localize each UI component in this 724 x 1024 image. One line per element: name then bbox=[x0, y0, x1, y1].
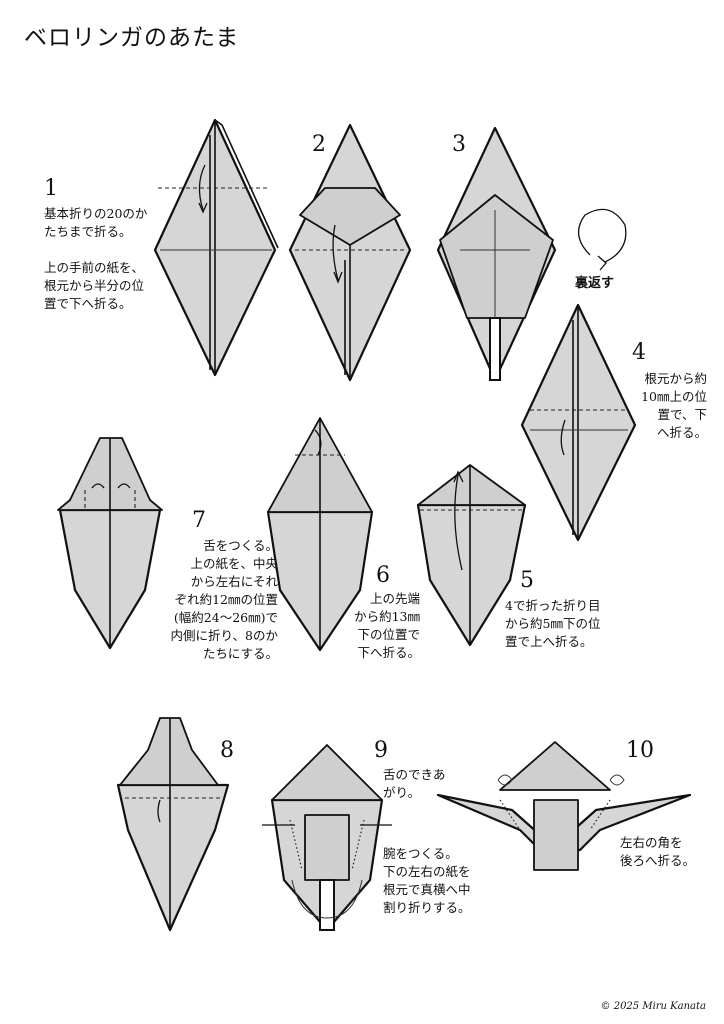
step-9-number: 9 bbox=[374, 738, 388, 763]
step-2-number: 2 bbox=[312, 132, 326, 157]
step-2-figure bbox=[288, 123, 412, 382]
step-7-number: 7 bbox=[192, 508, 206, 533]
step-7-figure bbox=[57, 437, 163, 650]
step-10-figure bbox=[436, 741, 692, 871]
flip-icon bbox=[578, 208, 627, 271]
step-4-figure bbox=[520, 303, 637, 542]
copyright: © 2025 Miru Kanata bbox=[600, 1001, 706, 1012]
step-4-text: 根元から約 10㎜上の位 置で、下 へ折る。 bbox=[641, 371, 707, 440]
step-8-figure bbox=[116, 717, 230, 932]
step-9-text-a: 舌のできあ がり。 bbox=[383, 767, 446, 800]
page-title: ベロリンガのあたま bbox=[24, 25, 240, 51]
step-7-text: 舌をつくる。 上の紙を、中央 から左右にそれ ぞれ約12㎜の位置 (幅約24〜2… bbox=[170, 538, 278, 661]
step-9-figure bbox=[262, 744, 392, 932]
step-9-text-b: 腕をつくる。 下の左右の紙を 根元で真横へ中 割り折りする。 bbox=[383, 846, 471, 915]
step-8-number: 8 bbox=[220, 738, 234, 763]
step-3-figure bbox=[436, 126, 557, 382]
step-1-figure bbox=[153, 118, 279, 377]
step-5-text: 4で折った折り目 から約5㎜下の位 置で上へ折る。 bbox=[505, 598, 601, 649]
step-5-figure bbox=[416, 464, 527, 647]
step-10-text: 左右の角を 後ろへ折る。 bbox=[620, 835, 696, 868]
step-6-text: 上の先端 から約13㎜ 下の位置で 下へ折る。 bbox=[354, 591, 420, 660]
step-1-text: 基本折りの20のか たちまで折る。 上の手前の紙を、 根元から半分の位 置で下へ… bbox=[44, 206, 148, 311]
step-6-figure bbox=[266, 417, 374, 652]
step-10-number: 10 bbox=[626, 738, 654, 763]
step-5-number: 5 bbox=[520, 568, 534, 593]
step-3-number: 3 bbox=[452, 132, 466, 157]
step-6-number: 6 bbox=[376, 563, 390, 588]
step-4-number: 4 bbox=[632, 340, 646, 365]
step-1-number: 1 bbox=[44, 176, 58, 201]
flip-label: 裏返す bbox=[575, 276, 615, 291]
